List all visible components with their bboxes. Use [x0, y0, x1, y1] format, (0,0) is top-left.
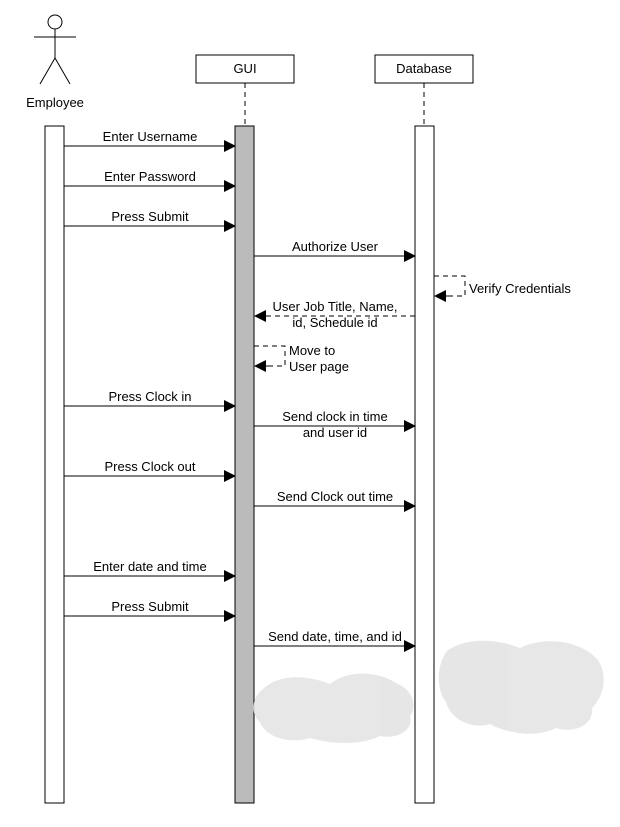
actor-head: [47, 14, 63, 30]
database-participant: Database: [374, 54, 474, 126]
database-header-box: [374, 54, 474, 84]
self-call-loop: [434, 275, 466, 297]
message-label-line2: id, Schedule id: [292, 315, 377, 330]
message-label: Enter date and time: [93, 559, 206, 574]
smudge-left: [253, 673, 414, 743]
message-send-clock-in: Send clock in time and user id: [254, 409, 416, 440]
message-press-clock-in: Press Clock in: [64, 389, 236, 412]
message-label: Authorize User: [292, 239, 379, 254]
employee-actor: Employee: [26, 14, 84, 110]
message-label: Send Clock out time: [277, 489, 393, 504]
gui-label: GUI: [233, 61, 256, 76]
message-label-line1: Move to: [289, 343, 335, 358]
message-label: Press Clock out: [104, 459, 195, 474]
message-label: Send date, time, and id: [268, 629, 402, 644]
message-send-date-time: Send date, time, and id: [254, 629, 416, 652]
message-enter-password: Enter Password: [64, 169, 236, 192]
gui-activation-bar: [234, 125, 255, 804]
message-enter-username: Enter Username: [64, 129, 236, 152]
employee-activation-bar: [44, 125, 65, 804]
gui-header-box: [195, 54, 295, 84]
message-label-line2: User page: [289, 359, 349, 374]
message-label: Enter Password: [104, 169, 196, 184]
message-label: Enter Username: [103, 129, 198, 144]
database-activation-bar: [414, 125, 435, 804]
message-user-info-return: User Job Title, Name, id, Schedule id: [254, 299, 415, 330]
message-send-clock-out: Send Clock out time: [254, 489, 416, 512]
message-press-clock-out: Press Clock out: [64, 459, 236, 482]
message-label: Press Clock in: [108, 389, 191, 404]
message-press-submit-2: Press Submit: [64, 599, 236, 622]
self-call-loop: [254, 345, 286, 367]
actor-left-leg: [39, 57, 56, 85]
message-label: Press Submit: [111, 599, 189, 614]
message-label: Press Submit: [111, 209, 189, 224]
message-verify-credentials: Verify Credentials: [434, 275, 571, 302]
redaction-smudge: [253, 640, 604, 743]
message-label-line1: Send clock in time: [282, 409, 388, 424]
message-label-line1: User Job Title, Name,: [273, 299, 398, 314]
message-label-line2: and user id: [303, 425, 367, 440]
database-label: Database: [396, 61, 452, 76]
gui-participant: GUI: [195, 54, 295, 126]
smudge-right: [438, 640, 604, 734]
actor-right-leg: [54, 57, 71, 85]
message-authorize-user: Authorize User: [254, 239, 416, 262]
employee-label: Employee: [26, 95, 84, 110]
message-move-to-user-page: Move to User page: [254, 343, 349, 374]
message-label: Verify Credentials: [469, 281, 571, 296]
message-enter-date-time: Enter date and time: [64, 559, 236, 582]
message-press-submit-1: Press Submit: [64, 209, 236, 232]
